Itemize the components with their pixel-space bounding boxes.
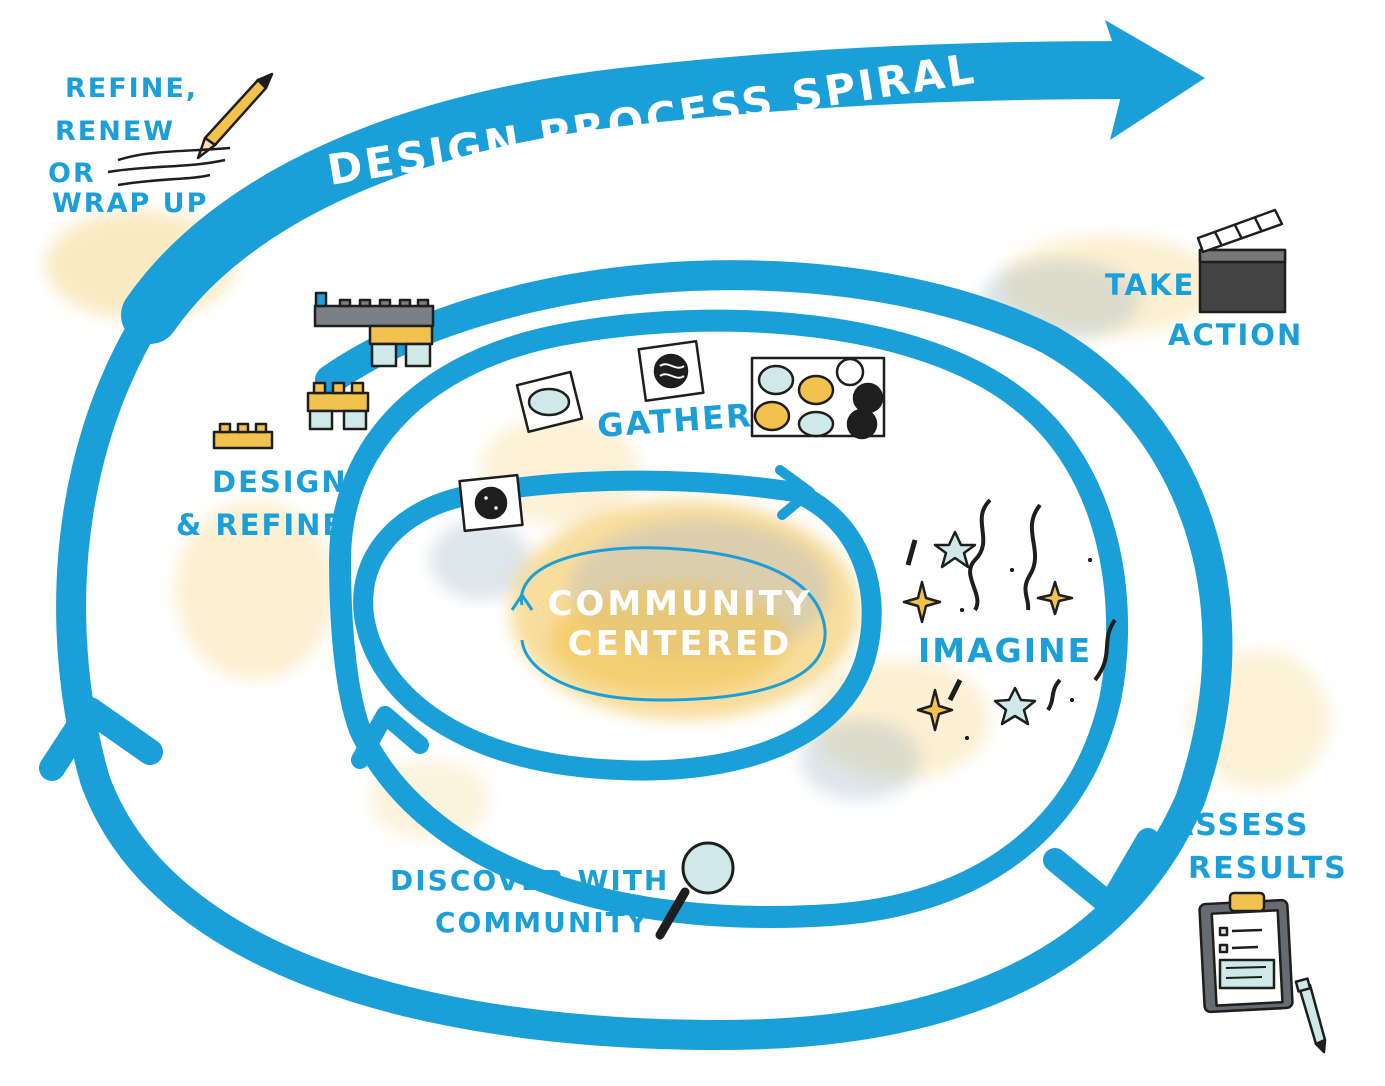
svg-text:WRAP UP: WRAP UP xyxy=(52,188,208,219)
center-ring xyxy=(353,470,882,781)
svg-text:& REFINE: & REFINE xyxy=(176,508,344,542)
label-imagine: IMAGINE xyxy=(918,631,1092,670)
svg-text:RESULTS: RESULTS xyxy=(1188,851,1348,886)
clipboard-icon xyxy=(1198,891,1294,1014)
svg-text:ASSESS: ASSESS xyxy=(1170,808,1309,843)
svg-text:ACTION: ACTION xyxy=(1168,318,1303,352)
center-line-1: COMMUNITY xyxy=(547,584,812,624)
svg-text:DISCOVER WITH: DISCOVER WITH xyxy=(390,864,669,897)
svg-text:DESIGN: DESIGN xyxy=(212,465,348,499)
magnifier-icon xyxy=(655,841,735,940)
center-ring-arrow xyxy=(775,465,815,520)
svg-text:OR: OR xyxy=(48,158,96,189)
center-ring-chevron xyxy=(351,706,429,769)
svg-text:COMMUNITY: COMMUNITY xyxy=(435,906,649,939)
center-line-2: CENTERED xyxy=(568,624,793,664)
center-text-oval-arrow xyxy=(510,592,534,611)
svg-text:REFINE,: REFINE, xyxy=(65,73,198,104)
label-gather: GATHER xyxy=(596,396,754,445)
svg-text:TAKE: TAKE xyxy=(1105,268,1195,302)
label-refine-renew: REFINE, RENEW OR WRAP UP xyxy=(48,73,208,219)
clapperboard-icon xyxy=(1196,208,1287,314)
svg-text:RENEW: RENEW xyxy=(55,116,175,147)
center-text-oval xyxy=(519,546,827,702)
center-blob xyxy=(510,500,860,720)
label-take-action: TAKE ACTION xyxy=(1105,268,1303,352)
outer-chevron-left xyxy=(39,697,163,781)
inner-ring xyxy=(329,309,1129,928)
label-assess-results: ASSESS RESULTS xyxy=(1170,808,1348,886)
pen-icon xyxy=(1294,977,1327,1054)
sample-cards-icon xyxy=(458,339,886,533)
outer-chevron-right xyxy=(1043,828,1160,917)
pencil-icon xyxy=(107,72,274,187)
label-design-refine: DESIGN & REFINE xyxy=(176,465,348,542)
building-blocks-icon xyxy=(212,291,435,450)
outer-arrow-head xyxy=(1105,20,1205,140)
sparkles-icon xyxy=(902,498,1117,740)
label-discover: DISCOVER WITH COMMUNITY xyxy=(390,864,669,939)
